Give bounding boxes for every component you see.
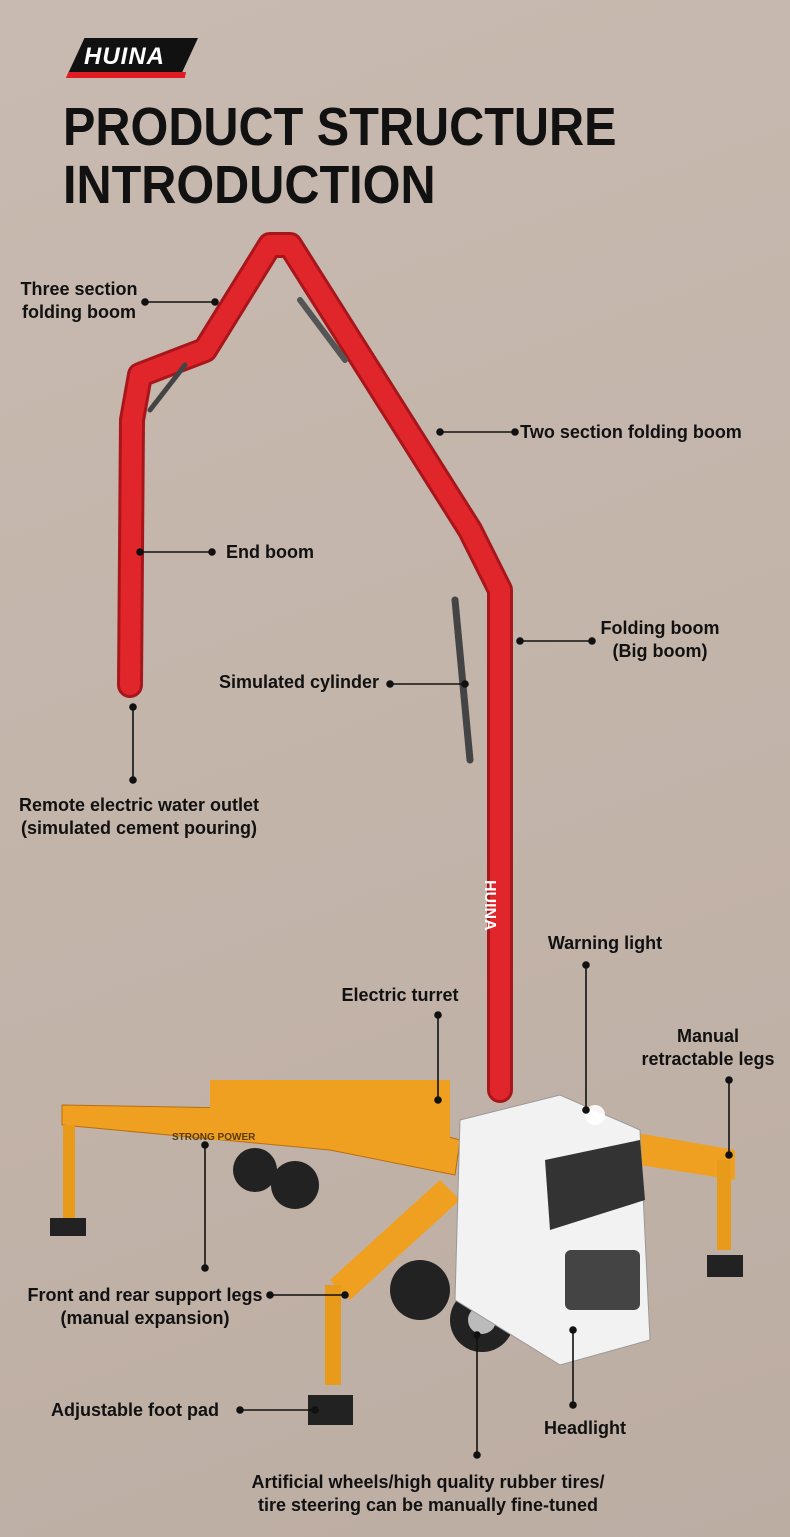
label-line: Front and rear support legs xyxy=(27,1285,263,1305)
label-end-boom: End boom xyxy=(226,542,314,562)
label-electric-turret: Electric turret xyxy=(341,985,459,1005)
label-line: Folding boom xyxy=(600,618,720,638)
label-line: folding boom xyxy=(22,302,136,322)
label-line: (simulated cement pouring) xyxy=(20,818,258,838)
label-line: Manual xyxy=(676,1026,740,1046)
label-simulated-cylinder: Simulated cylinder xyxy=(218,672,380,692)
label-warning-light: Warning light xyxy=(547,933,663,953)
outrigger-text: STRONG POWER xyxy=(172,1132,256,1143)
boom-logo: HUINA xyxy=(481,880,498,931)
boom xyxy=(117,232,513,1103)
label-line: Remote electric water outlet xyxy=(18,795,260,815)
label-two-section-boom: Two section folding boom xyxy=(520,422,742,442)
label-line: (manual expansion) xyxy=(60,1308,230,1328)
label-manual-legs: Manual retractable legs xyxy=(641,1025,774,1071)
title-line-2: INTRODUCTION xyxy=(63,155,436,215)
leader-lines xyxy=(129,298,733,1459)
brand-logo: HUINA xyxy=(66,38,198,78)
label-support-legs: Front and rear support legs (manual expan… xyxy=(27,1284,262,1330)
label-wheels: Artificial wheels/high quality rubber ti… xyxy=(251,1471,604,1517)
label-line: Artificial wheels/high quality rubber ti… xyxy=(251,1472,605,1492)
label-headlight: Headlight xyxy=(543,1418,627,1438)
label-line: retractable legs xyxy=(641,1049,775,1069)
label-foot-pad: Adjustable foot pad xyxy=(51,1400,219,1420)
label-line: Three section xyxy=(20,279,138,299)
title-line-1: PRODUCT STRUCTURE xyxy=(63,97,617,157)
label-three-section-boom: Three section folding boom xyxy=(20,278,137,324)
label-folding-boom: Folding boom (Big boom) xyxy=(601,617,720,663)
logo-text: HUINA xyxy=(84,43,165,70)
label-water-outlet: Remote electric water outlet (simulated c… xyxy=(19,794,259,840)
outriggers: STRONG POWER xyxy=(50,1080,743,1425)
label-line: tire steering can be manually fine-tuned xyxy=(257,1495,599,1515)
label-line: (Big boom) xyxy=(612,641,708,661)
cab xyxy=(454,1094,651,1366)
